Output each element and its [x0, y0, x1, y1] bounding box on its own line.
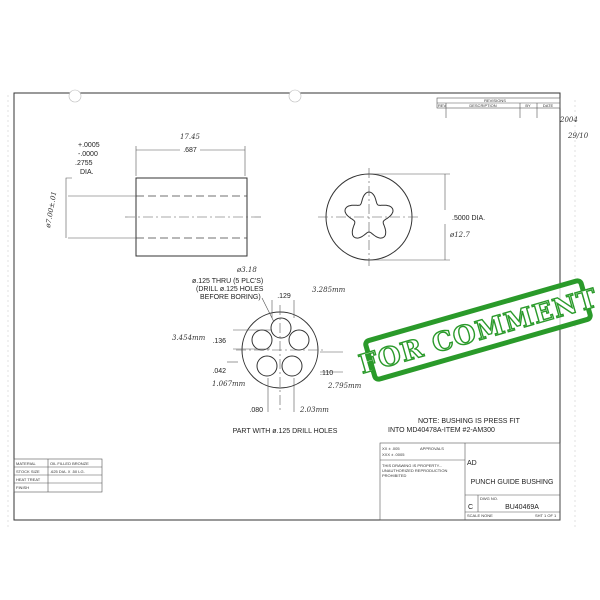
side-view: .687 17.45 +.0005 -.0000 .2755 DIA. ø7.0…	[44, 133, 262, 257]
title-block: XX ± .005 XXX ± .0005 APPROVALS AD PUNCH…	[379, 442, 561, 521]
drawing-title: PUNCH GUIDE BUSHING	[471, 479, 554, 486]
handwritten-dim: ø3.18	[236, 266, 257, 274]
length-dim: .687	[183, 147, 197, 154]
sheet-size: C	[468, 504, 473, 511]
handwritten-note: 2004	[559, 116, 578, 124]
tolerance-plus: +.0005	[78, 142, 100, 149]
dim-129: .129	[277, 293, 291, 300]
dim-080: .080	[249, 407, 263, 414]
rev-col: DESCRIPTION	[469, 103, 496, 108]
handwritten-dim: ø7.00±.01	[44, 191, 58, 230]
drawing-number: BU40469A	[505, 504, 539, 511]
handwritten-dim: 2.03mm	[299, 406, 329, 414]
note-line: NOTE: BUSHING IS PRESS FIT	[418, 418, 521, 425]
company-name: AD	[467, 460, 477, 467]
scale-label: SCALE NONE	[467, 513, 493, 518]
hole-view: ø3.18 ø.125 THRU (5 PLC'S) (DRILL ø.125 …	[172, 266, 362, 435]
punch-hole	[288, 89, 302, 103]
legal-text: THIS DRAWING IS PROPERTY... UNAUTHORIZED…	[382, 463, 448, 478]
punch-hole	[68, 89, 82, 103]
material-value: OIL FILLED BRONZE	[50, 461, 89, 466]
stock-size-label: STOCK SIZE	[16, 469, 40, 474]
revisions-block: REVISIONS REV DESCRIPTION BY DATE	[436, 97, 561, 118]
handwritten-dim: ø12.7	[449, 231, 470, 239]
dim-110: .110	[320, 370, 333, 377]
view-caption: PART WITH ø.125 DRILL HOLES	[233, 428, 338, 435]
handwritten-dim: 1.067mm	[212, 380, 246, 388]
hole-note: BEFORE BORING)	[200, 294, 261, 301]
tolerance-text: XX ± .005	[382, 446, 400, 451]
handwritten-dim: 3.454mm	[172, 334, 206, 342]
rev-col: REV	[438, 103, 447, 108]
dia-label: DIA.	[80, 169, 94, 176]
approvals-label: APPROVALS	[420, 446, 444, 451]
note-line: INTO MD40478A-ITEM #2-AM300	[388, 427, 495, 434]
revisions-title: REVISIONS	[484, 98, 506, 103]
handwritten-dim: 3.285mm	[312, 286, 346, 294]
tolerance-text: XXX ± .0005	[382, 452, 405, 457]
handwritten-note: 29/10	[567, 132, 589, 140]
rev-col: BY	[525, 103, 531, 108]
dwg-no-label: DWG NO.	[480, 496, 498, 501]
handwritten-dim: 2.795mm	[327, 382, 362, 390]
end-view: .5000 DIA. ø12.7	[318, 168, 485, 266]
stock-size-value: .625 DIA. X .50 LG.	[50, 469, 85, 474]
heat-treat-label: HEAT TREAT	[16, 477, 41, 482]
finish-label: FINISH	[16, 485, 29, 490]
dim-042: .042	[212, 368, 226, 375]
dia-dim: .2755	[75, 160, 93, 167]
for-comment-stamp: FOR COMMENT	[355, 278, 600, 382]
end-dia-dim: .5000 DIA.	[452, 215, 485, 222]
rev-col: DATE	[543, 103, 554, 108]
sheet-label: SHT 1 OF 1	[535, 513, 557, 518]
hole-note: (DRILL ø.125 HOLES	[196, 286, 264, 293]
material-label: MATERIAL	[16, 461, 36, 466]
dim-136: .136	[212, 338, 226, 345]
material-block: MATERIAL OIL FILLED BRONZE STOCK SIZE .6…	[13, 458, 103, 493]
tolerance-minus: -.0000	[78, 151, 98, 158]
hole-note: ø.125 THRU (5 PLC'S)	[192, 278, 263, 285]
handwritten-dim: 17.45	[180, 133, 201, 141]
